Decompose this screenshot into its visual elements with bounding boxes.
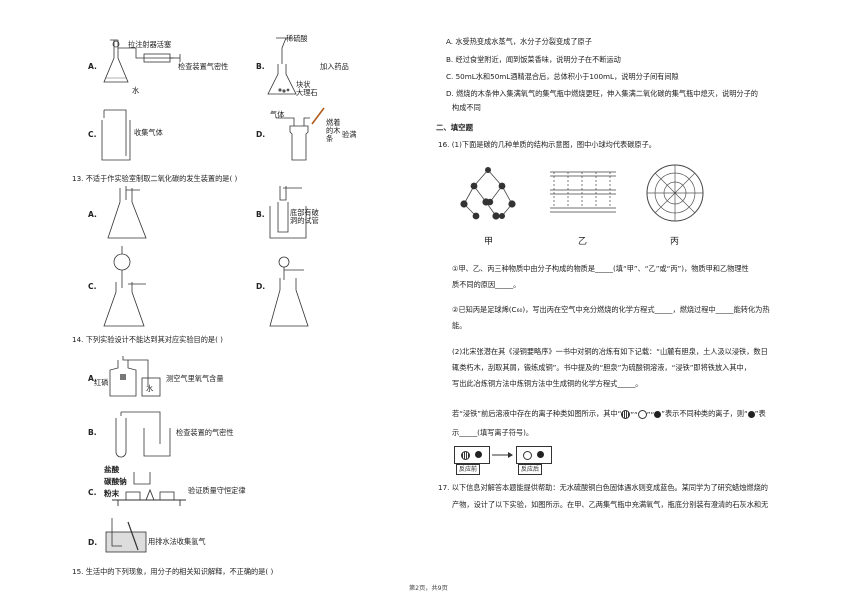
- label-yi: 乙: [578, 237, 588, 247]
- ion-solid-before-icon: [475, 451, 482, 458]
- ion-after-label: 反应后: [518, 464, 543, 475]
- q17-line1: 17. 以下信息对解答本题能提供帮助：无水硫酸铜白色固体遇水则变成蓝色。某同学为…: [438, 483, 768, 492]
- ion-striped-before-icon: [461, 451, 470, 460]
- q17-line2: 产物，设计了以下实验，如图所示。在甲、乙两集气瓶中充满氧气，瓶底分别装有澄清的石…: [452, 500, 769, 509]
- q16-1-line1: ①甲、乙、丙三种物质中由分子构成的物质是_____(填“甲”、“乙”或“丙”)，…: [452, 264, 749, 273]
- q14-c-label-powder: 粉末: [104, 489, 120, 498]
- q16-stem: 16. (1)下面是碳的几种单质的结构示意图，图中小球均代表碳原子。: [438, 140, 656, 149]
- q13-option-b-letter: B.: [256, 210, 265, 219]
- c60-structure-figure: [646, 164, 704, 222]
- ion-symbol-solid-icon: [654, 410, 662, 418]
- q14-a-label-phosphorus: 红磷: [94, 378, 109, 387]
- q12-b-label-block: 块状: [296, 80, 311, 89]
- q12-option-a-letter: A.: [88, 62, 97, 71]
- q14-option-b-letter: B.: [88, 428, 97, 437]
- q16-p3-text-e: ”表: [754, 409, 766, 418]
- q14-c-label-acid: 盐酸: [104, 465, 120, 474]
- q12-a-label-syringe: 拉注射器活塞: [128, 40, 172, 49]
- q14-c-figure: [112, 472, 186, 506]
- q12-d-label-wood: 的木: [326, 126, 341, 135]
- q15-option-d-line1: D. 燃烧的木条伸入集满氧气的集气瓶中燃烧更旺，伸入集满二氧化碳的集气瓶中熄灭，…: [446, 89, 758, 98]
- q14-stem: 14. 下列实验设计不能达到其对应实验目的是( ): [72, 335, 223, 344]
- q15-option-c: C. 50mL水和50mL酒精混合后，总体积小于100mL，说明分子间有间隙: [446, 72, 679, 81]
- q13-b-label-2: 洞的试管: [290, 216, 319, 225]
- q12-b-label-acid: 稀硫酸: [286, 34, 308, 43]
- q16-2-line1: ②已知丙是足球烯(C₆₀)，写出丙在空气中充分燃烧的化学方程式_____，燃烧过…: [452, 305, 770, 314]
- q15-option-b: B. 经过食堂附近，闻到饭菜香味，说明分子在不断运动: [446, 55, 621, 64]
- q12-a-figure: [103, 39, 181, 83]
- ion-symbol-hollow-icon: [637, 409, 647, 419]
- q12-d-figure: [276, 107, 325, 161]
- q12-option-d-letter: D.: [256, 130, 266, 139]
- label-bing: 丙: [670, 237, 680, 247]
- q16-p3-text-b: ”“: [630, 409, 638, 419]
- q13-b-figure: [269, 186, 307, 239]
- q16-p3-text-c: ”“: [646, 409, 655, 419]
- label-jia: 甲: [484, 237, 494, 247]
- ion-before-label: 反应前: [456, 464, 481, 475]
- q14-option-d-letter: D.: [88, 538, 98, 547]
- graphite-structure-figure: [550, 171, 616, 213]
- section-fill-in: 二、填空题: [436, 123, 473, 132]
- q14-c-caption: 验证质量守恒定律: [188, 486, 246, 495]
- q12-option-b-letter: B.: [256, 62, 265, 71]
- q13-d-figure: [269, 256, 309, 327]
- q16-p2-line1: (2)北宋张潜在其《浸铜要略序》一书中对铜的冶炼有如下记载：“山麓有胆泉，土人汲…: [452, 347, 768, 356]
- ion-symbol-solid-icon-2: [747, 410, 755, 418]
- q14-a-label-water: 水: [146, 384, 154, 393]
- q12-c-figure: [101, 109, 131, 161]
- q14-b-figure: [115, 411, 171, 458]
- q16-p3-line1: 若“浸铁”前后溶液中存在的离子种类如图所示，其中“ ”“ ”“ ”表示不同种类的…: [452, 409, 766, 419]
- q12-a-caption: 检查装置气密性: [178, 62, 229, 71]
- ion-hollow-after-icon: [523, 451, 532, 460]
- q16-p2-line3: 写出此冶炼铜方法中炼铜方法中生成铜的化学方程式_____。: [452, 379, 643, 388]
- q16-p3-text-d: ”表示不同种类的离子，则“: [661, 409, 748, 418]
- q12-c-caption: 收集气体: [134, 128, 163, 137]
- q16-2-line2: 能。: [452, 321, 467, 330]
- q16-p3-line2: 示_____(填写离子符号)。: [452, 428, 534, 437]
- q16-p3-text-a: 若“浸铁”前后溶液中存在的离子种类如图所示，其中“: [452, 409, 622, 418]
- q14-option-c-letter: C.: [88, 488, 97, 497]
- q14-a-figure: [109, 356, 161, 397]
- q12-d-caption: 验满: [342, 130, 357, 139]
- q15-option-a: A. 水受热变成水蒸气，水分子分裂变成了原子: [446, 37, 592, 46]
- reaction-arrow-icon: [492, 452, 513, 458]
- diamond-structure-figure: [460, 167, 516, 220]
- q15-stem: 15. 生活中的下列现象，用分子的相关知识解释，不正确的是( ): [72, 567, 274, 576]
- q12-d-label-burning: 燃着: [326, 118, 341, 127]
- ion-symbol-striped-icon: [621, 409, 631, 419]
- q13-option-d-letter: D.: [256, 282, 266, 291]
- q13-stem: 13. 不适于作实验室制取二氧化碳的发生装置的是( ): [72, 174, 238, 183]
- q14-c-label-carbonate: 碳酸钠: [104, 477, 127, 486]
- q12-b-label-marble: 大理石: [296, 88, 318, 97]
- q14-d-figure: [105, 518, 147, 553]
- q12-d-label-stick: 条: [326, 134, 334, 143]
- q14-b-caption: 检查装置的气密性: [176, 428, 234, 437]
- q13-option-c-letter: C.: [88, 282, 97, 291]
- q15-option-d-line2: 构成不同: [452, 103, 481, 112]
- q13-option-a-letter: A.: [88, 210, 97, 219]
- q12-b-figure: [267, 37, 297, 95]
- q16-1-line2: 质不同的原因_____。: [452, 280, 521, 289]
- q12-b-caption: 加入药品: [320, 62, 349, 71]
- q13-c-figure: [103, 246, 146, 327]
- q14-a-caption: 测空气里氧气含量: [166, 374, 224, 383]
- q12-option-c-letter: C.: [88, 130, 97, 139]
- q12-a-label-water: 水: [132, 86, 140, 95]
- ion-box-after: [516, 446, 552, 464]
- q14-d-caption: 用排水法收集氢气: [148, 537, 206, 546]
- q13-a-figure: [107, 186, 147, 239]
- q12-d-label-gas: 气体: [270, 110, 285, 119]
- q16-p2-line2: 辄类朽木，刮取其屑，锻练成铜”。书中提及的“胆泉”为硫酸铜溶液，“浸铁”即将铁放…: [452, 363, 751, 372]
- q13-b-label-1: 底部有破: [290, 208, 319, 217]
- ion-solid-after-icon: [537, 451, 544, 458]
- page-footer: 第2页，共9页: [409, 585, 448, 592]
- q14-option-a-letter: A.: [88, 374, 97, 383]
- ion-box-before: [454, 446, 490, 464]
